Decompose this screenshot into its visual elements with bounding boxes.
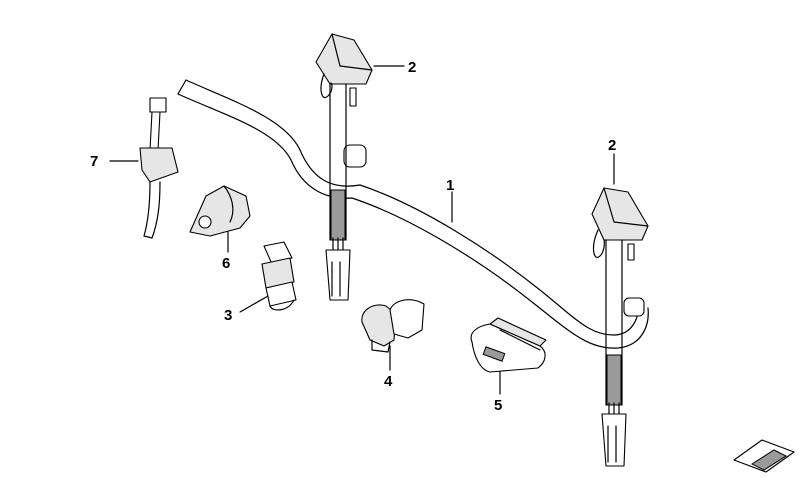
callout-6: 6 <box>222 255 230 272</box>
callout-3: 3 <box>224 307 232 324</box>
wedge-symbol-icon <box>733 439 795 473</box>
callout-4: 4 <box>384 373 393 390</box>
callout-1: 1 <box>446 177 454 194</box>
wiring-harness[interactable] <box>177 79 649 349</box>
callout-2-right: 2 <box>608 137 616 154</box>
callout-5: 5 <box>494 397 502 414</box>
clamp-bracket[interactable] <box>189 185 251 237</box>
callout-7: 7 <box>90 153 98 170</box>
washer-nozzle-2[interactable] <box>591 187 649 467</box>
callout-2-upper: 2 <box>408 59 416 76</box>
callout-leaders <box>109 65 615 395</box>
washer-nozzle-1[interactable] <box>315 33 373 301</box>
hose-clip[interactable] <box>261 241 297 311</box>
double-clip[interactable] <box>361 299 425 353</box>
cable-tie-holder[interactable] <box>139 97 179 239</box>
holder-sleeve[interactable] <box>470 317 547 373</box>
